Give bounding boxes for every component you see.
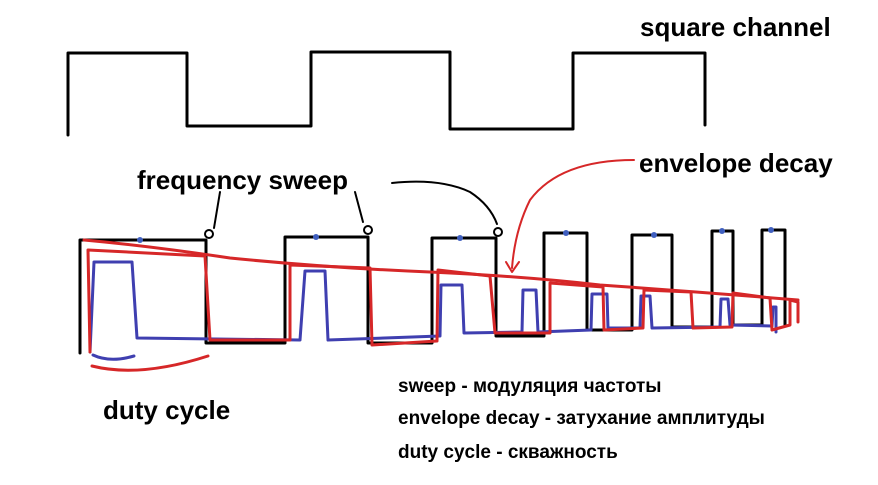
pointer-loop-2 xyxy=(363,225,373,235)
square-wave-top xyxy=(66,50,707,137)
frequency-sweep-label: frequency sweep xyxy=(137,165,348,195)
pointer-loop-3 xyxy=(493,227,503,237)
sweep-marker-1 xyxy=(137,237,143,243)
duty-cycle-label: duty cycle xyxy=(103,395,230,425)
legend-line-sweep: sweep - модуляция частоты xyxy=(398,376,662,397)
frequency-sweep-pointer-2 xyxy=(354,191,364,223)
frequency-sweep-pointer-3 xyxy=(391,180,498,225)
sweep-marker-4 xyxy=(563,230,569,236)
square-channel-label: square channel xyxy=(640,12,831,42)
sweep-marker-3 xyxy=(457,235,463,241)
pointer-loop-1 xyxy=(204,229,214,239)
sweep-markers xyxy=(137,227,774,243)
legend-line-envelope: envelope decay - затухание амплитуды xyxy=(398,408,765,429)
legend-line-duty: duty cycle - скважность xyxy=(398,442,618,463)
sweep-marker-2 xyxy=(313,234,319,240)
envelope-decay-label: envelope decay xyxy=(639,148,833,178)
duty-cycle-underline xyxy=(90,354,210,372)
duty-cycle-tail xyxy=(91,353,136,361)
envelope-decay-line xyxy=(82,238,800,302)
envelope-decay-wave xyxy=(86,248,800,354)
sweep-marker-7 xyxy=(768,227,774,233)
envelope-decay-pointer xyxy=(511,159,635,269)
sweep-marker-5 xyxy=(651,232,657,238)
sweep-marker-6 xyxy=(719,228,725,234)
duty-cycle-wave xyxy=(88,260,778,354)
envelope-decay-arrowhead xyxy=(505,261,520,273)
frequency-sweep-pointer-1 xyxy=(213,191,221,229)
